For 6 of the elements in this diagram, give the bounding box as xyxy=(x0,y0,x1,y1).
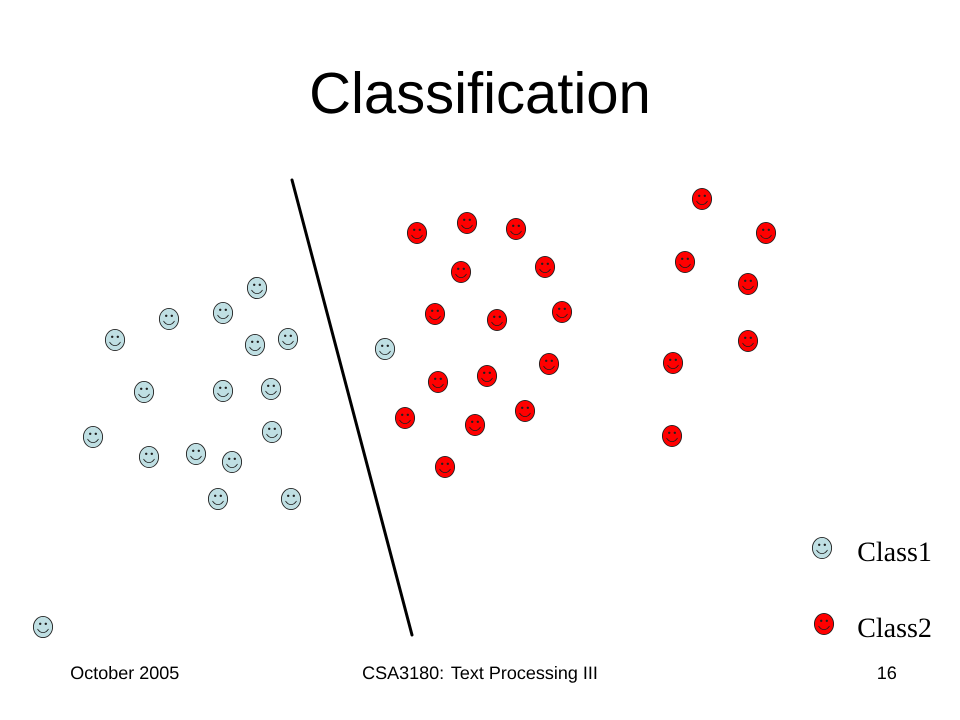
footer-date: October 2005 xyxy=(71,666,178,680)
slide-title: Classification xyxy=(312,70,648,114)
legend-label: Class2 xyxy=(858,618,930,638)
legend-label: Class1 xyxy=(858,542,930,562)
page-number: 16 xyxy=(878,666,896,680)
footer-text: CSA3180: Text Processing III xyxy=(363,666,596,683)
